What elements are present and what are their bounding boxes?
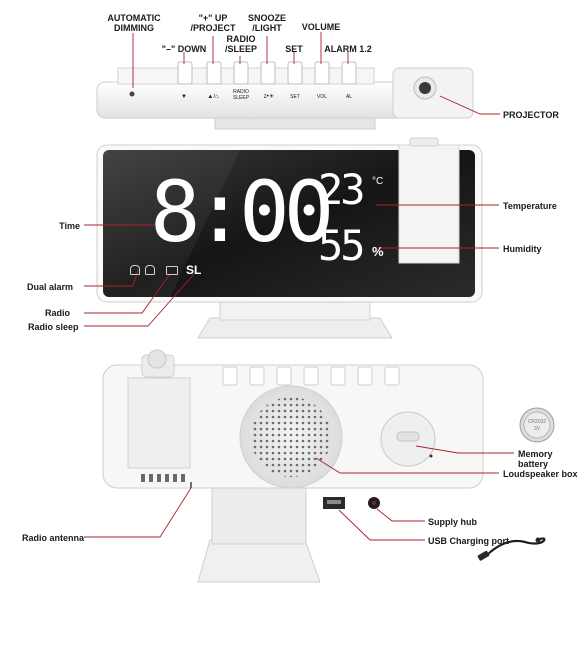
projector-lens [419,82,431,94]
label-volume: VOLUME [301,22,341,32]
label-time: Time [59,221,80,231]
speaker-holes [251,397,331,477]
snooze-button [260,61,276,85]
back-projector-panel [127,377,191,469]
label-memory-battery: Memory battery [518,449,553,469]
front-stand-neck [219,299,371,321]
alarm-button [341,61,357,85]
label-up-project: "+" UP /PROJECT [190,13,236,33]
up-project-icon[interactable]: ▲/⌂ [207,94,219,100]
label-alarm: ALARM 1.2 [324,44,372,54]
alarm-mark[interactable]: AL [345,94,353,100]
label-humidity: Humidity [503,244,542,254]
label-down: "–" DOWN [161,44,207,54]
label-radio-antenna: Radio antenna [22,533,85,543]
down-arrow-icon[interactable]: ▼ [181,94,187,100]
label-set: SET [285,44,303,54]
screen-glare [103,150,240,297]
alarm-1-icon [130,265,140,275]
back-view-device [102,349,484,583]
label-radio: Radio [45,308,71,318]
leader-lines [84,32,514,541]
humidity-unit: % [372,244,384,259]
back-stand-base [197,539,321,583]
display-humidity: 55 [318,221,366,270]
front-stand-base [197,317,393,339]
front-projector-panel [398,144,460,264]
svg-text:CR2032: CR2032 [528,419,547,425]
label-radio-sleep: RADIO /SLEEP [224,34,257,54]
display-time: 8:00 [150,163,334,261]
power-cable [477,537,546,561]
label-radio-sleep-display: Radio sleep [28,322,79,332]
set-button [287,61,303,85]
up-button [206,61,222,85]
down-button [177,61,193,85]
label-projector: PROJECTOR [503,110,559,120]
display-temperature: 23 [318,165,366,214]
front-screen [103,150,475,297]
label-dual-alarm: Dual alarm [27,282,74,292]
label-loudspeaker-box: Loudspeaker box [503,469,578,479]
radio-icon [166,266,178,275]
radio-sleep-mark[interactable]: RADIO SLEEP [232,89,250,101]
volume-mark[interactable]: VOL [316,94,327,100]
label-automatic-dimming: AUTOMATIC DIMMING [107,13,161,33]
label-supply-hub: Supply hub [428,517,477,527]
volume-button [314,61,330,85]
label-temperature: Temperature [503,201,557,211]
svg-text:3V: 3V [534,426,541,432]
label-snooze-light: SNOOZE /LIGHT [247,13,286,33]
temperature-unit: °C [372,176,384,187]
snooze-light-icon[interactable]: z•☀ [263,94,275,100]
coin-battery: CR2032 3V [519,407,555,443]
label-usb-charging-port: USB Charging port [428,536,509,546]
top-view-device [96,61,474,130]
light-sensor-icon [129,91,135,97]
front-projector-top [409,137,439,147]
back-projector-knob [147,349,167,369]
front-view-device [96,137,483,339]
sleep-indicator: SL [186,263,202,277]
radio-sleep-button [233,61,249,85]
set-mark[interactable]: SET [290,94,300,100]
alarm-2-icon [145,265,155,275]
